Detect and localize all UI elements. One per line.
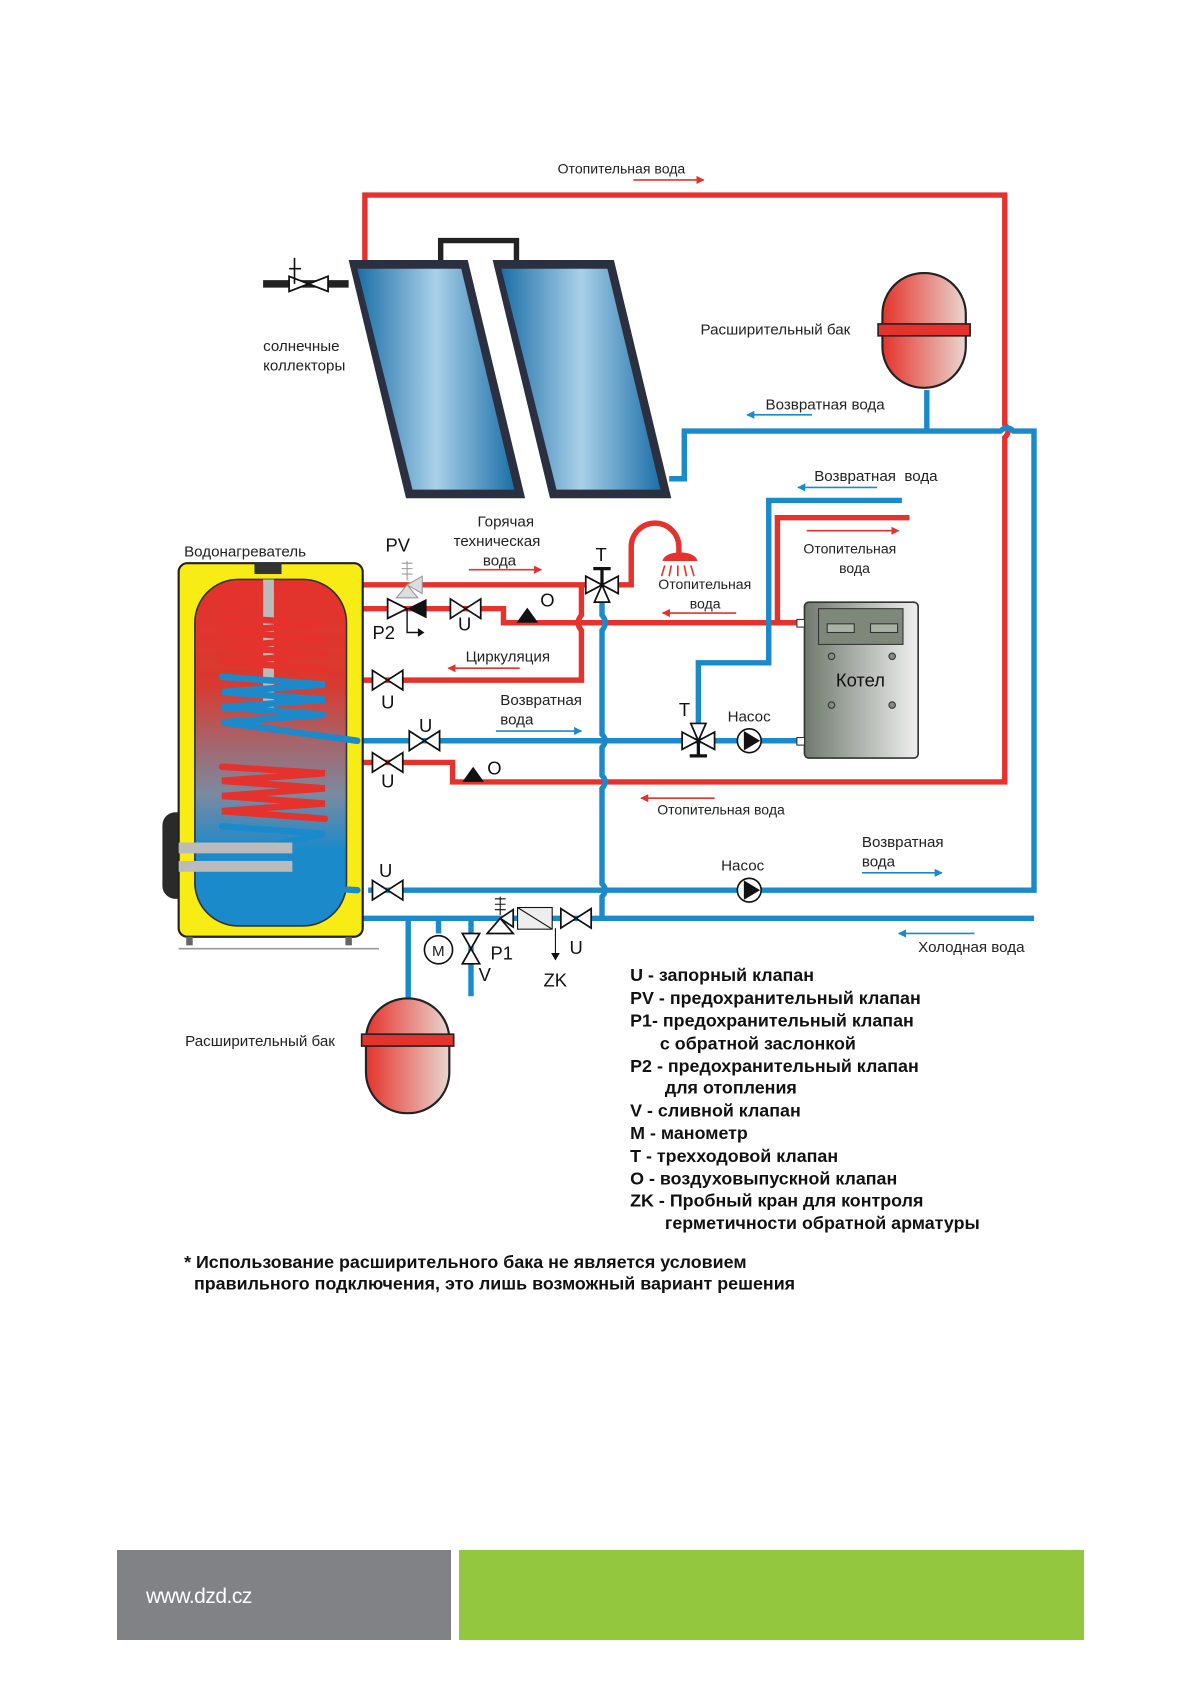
air-release-valve-icon (462, 766, 484, 782)
label-pv: PV (385, 534, 410, 555)
pump-icon[interactable] (736, 728, 762, 754)
legend-item: U - запорный клапан (630, 965, 814, 985)
drain-valve-icon[interactable] (460, 932, 482, 965)
label-solar-collectors: коллекторы (263, 357, 345, 374)
legend-item: P1- предохранительный клапан (630, 1011, 914, 1031)
air-vent-valve-icon (288, 257, 329, 293)
shutoff-valve-icon[interactable] (371, 668, 404, 692)
label-boiler: Котел (836, 670, 885, 691)
shutoff-valve-icon[interactable] (449, 597, 482, 621)
label-shower-heating-water: вода (690, 596, 721, 612)
label-solar-collectors: солнечные (263, 338, 340, 355)
label-u: U (458, 613, 471, 634)
label-u: U (381, 691, 394, 712)
hot-pipes (362, 192, 1011, 785)
shower-icon (660, 552, 698, 577)
legend: U - запорный клапан PV - предохранительн… (630, 965, 980, 1233)
shutoff-valve-icon[interactable] (371, 878, 404, 902)
label-return-water: Возвратная вода (765, 396, 885, 413)
footer-website-link[interactable]: www.dzd.cz (146, 1585, 252, 1608)
footnote: правильного подключения, это лишь возмож… (184, 1274, 795, 1294)
shutoff-valve-icon[interactable] (559, 907, 593, 930)
label-expansion-tank-bottom: Расширительный бак (185, 1033, 335, 1050)
water-heater (162, 562, 379, 950)
label-return-water: Возвратная (500, 692, 582, 709)
label-expansion-tank-top: Расширительный бак (701, 322, 851, 339)
label-t: T (596, 544, 607, 565)
legend-item: PV - предохранительный клапан (630, 988, 921, 1008)
label-u: U (419, 715, 432, 736)
pump-icon[interactable] (736, 877, 762, 903)
label-shower-heating-water: Отопительная (658, 576, 751, 592)
label-m: M (432, 943, 445, 960)
safety-valve-pv-icon[interactable] (395, 561, 423, 599)
label-o: O (540, 590, 554, 611)
label-u: U (379, 860, 392, 881)
label-heating-water: вода (839, 560, 870, 576)
label-return-water: вода (500, 712, 534, 729)
manometer-icon (423, 934, 454, 965)
shutoff-valve-icon[interactable] (408, 729, 441, 753)
label-u: U (381, 770, 394, 791)
label-p2: P2 (372, 622, 395, 643)
footnote: * Использование расширительного бака не … (184, 1252, 746, 1272)
label-hot-water: техническая (454, 533, 541, 550)
footer-gray-block (117, 1550, 451, 1640)
label-circulation: Циркуляция (466, 649, 550, 666)
label-zk: ZK (544, 970, 568, 991)
legend-item: с обратной заслонкой (630, 1033, 856, 1053)
solar-collectors (263, 237, 672, 499)
label-p1: P1 (490, 942, 513, 963)
shutoff-valve-icon[interactable] (371, 751, 404, 774)
expansion-tank-bottom (360, 997, 455, 1115)
boiler (796, 601, 919, 759)
label-top-heating-water: Отопительная вода (558, 160, 686, 176)
legend-item: M - манометр (630, 1123, 748, 1143)
footer-green-block (459, 1550, 1084, 1640)
label-heating-water: Отопительная вода (657, 801, 785, 817)
label-heating-water: Отопительная (803, 540, 896, 556)
three-way-valve-icon[interactable] (584, 566, 620, 604)
label-pump: Насос (728, 708, 772, 725)
flow-arrows (447, 175, 975, 938)
legend-item: герметичности обратной арматуры (630, 1213, 980, 1233)
expansion-tank-top (877, 271, 971, 389)
label-o: O (487, 757, 501, 778)
label-pump: Насос (721, 858, 765, 875)
label-return-water: вода (862, 853, 896, 870)
legend-item: V - сливной клапан (630, 1100, 801, 1120)
label-t: T (679, 699, 690, 720)
three-way-valve-icon[interactable] (681, 722, 716, 758)
label-return-water: Возвратная (862, 834, 944, 851)
label-hot-water: Горячая (477, 513, 534, 530)
safety-valve-p2-icon[interactable] (386, 597, 427, 637)
label-hot-water: вода (483, 552, 517, 569)
safety-valve-p1-icon[interactable] (485, 896, 560, 961)
legend-item: ZK - Пробный кран для контроля (630, 1190, 923, 1210)
air-release-valve-icon (516, 607, 539, 623)
label-cold-water: Холодная вода (918, 939, 1025, 956)
label-v: V (479, 964, 492, 985)
label-water-heater: Водонагреватель (184, 544, 306, 561)
label-u: U (570, 937, 583, 958)
legend-item: T - трехходовой клапан (630, 1146, 838, 1166)
cold-pipes (362, 389, 1037, 1002)
legend-item: P2 - предохранительный клапан (630, 1056, 919, 1076)
label-return-water: Возвратная вода (814, 468, 938, 485)
legend-item: O - воздуховыпускной клапан (630, 1169, 897, 1189)
legend-item: для отопления (630, 1078, 797, 1098)
